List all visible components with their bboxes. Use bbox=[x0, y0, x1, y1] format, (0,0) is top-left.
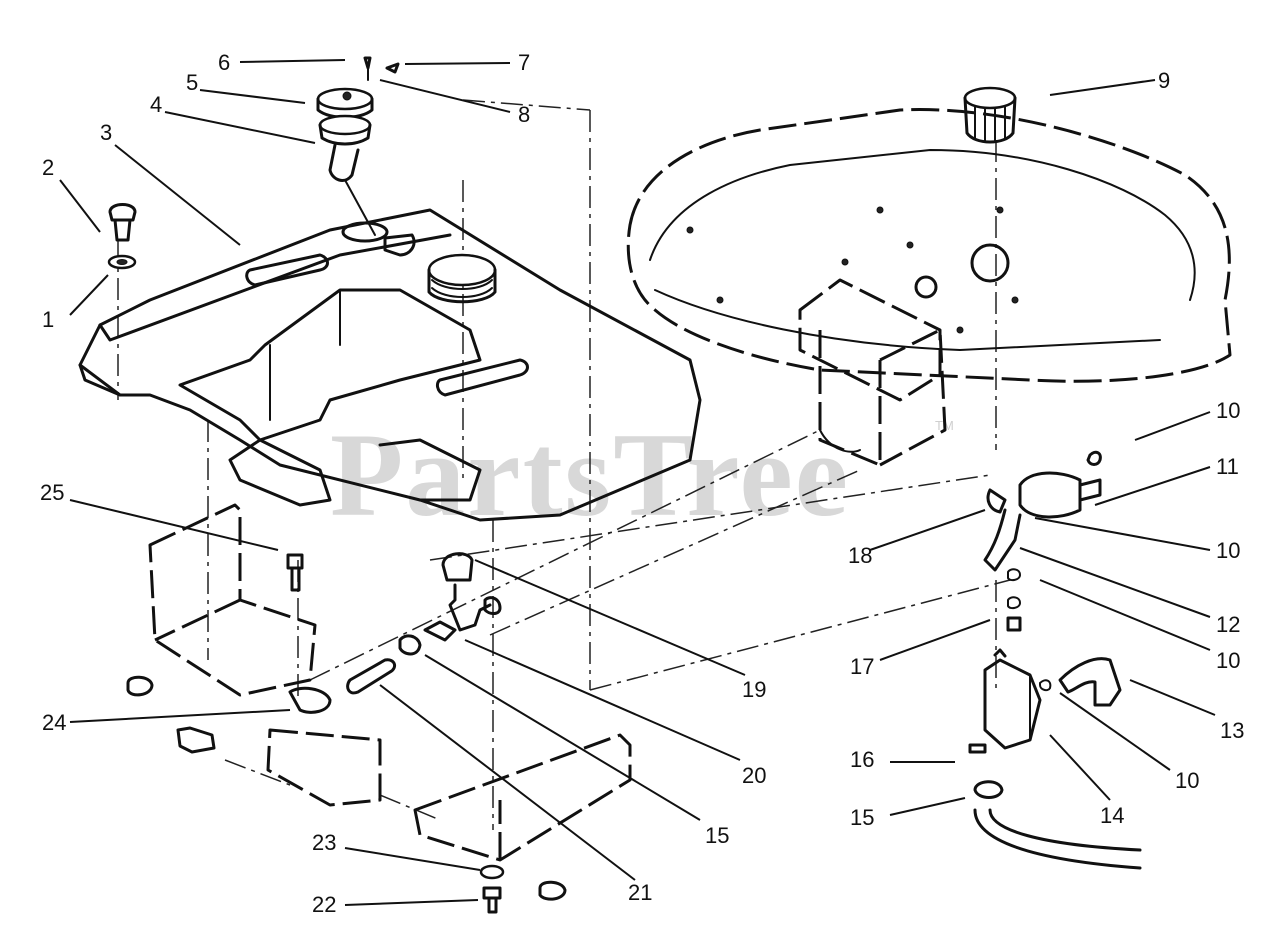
shutoff-valve bbox=[398, 552, 502, 656]
callout-3: 3 bbox=[100, 120, 112, 145]
seat-pan bbox=[626, 108, 1232, 383]
callout-22: 22 bbox=[312, 892, 336, 917]
screw-and-washer bbox=[107, 203, 137, 270]
callout-17: 17 bbox=[850, 654, 874, 679]
hardware bbox=[126, 675, 567, 914]
callout-5: 5 bbox=[186, 70, 198, 95]
fuel-sender bbox=[316, 56, 400, 236]
callout-14: 14 bbox=[1100, 803, 1124, 828]
callout-10-a: 10 bbox=[1216, 398, 1240, 423]
fuel-hose-21 bbox=[346, 658, 397, 695]
callout-1: 1 bbox=[42, 307, 54, 332]
fuel-filter bbox=[968, 450, 1142, 870]
watermark: PartsTree TM bbox=[330, 408, 954, 541]
callout-4: 4 bbox=[150, 92, 162, 117]
callout-2: 2 bbox=[42, 155, 54, 180]
callout-24: 24 bbox=[42, 710, 66, 735]
callout-9: 9 bbox=[1158, 68, 1170, 93]
callout-11: 11 bbox=[1216, 454, 1239, 479]
callout-8: 8 bbox=[518, 102, 530, 127]
fuel-cap bbox=[963, 86, 1017, 144]
callout-6: 6 bbox=[218, 50, 230, 75]
callout-23: 23 bbox=[312, 830, 336, 855]
watermark-text: PartsTree bbox=[330, 408, 850, 541]
fuel-tank bbox=[78, 208, 702, 522]
callout-21: 21 bbox=[628, 880, 652, 905]
callout-10-d: 10 bbox=[1175, 768, 1199, 793]
callout-25: 25 bbox=[40, 480, 64, 505]
callout-20: 20 bbox=[742, 763, 766, 788]
callout-18: 18 bbox=[848, 543, 872, 568]
seat-bracket bbox=[798, 278, 947, 467]
callouts: 1 2 3 4 5 6 7 8 9 10 11 10 18 12 10 17 1… bbox=[40, 50, 1244, 917]
callout-19: 19 bbox=[742, 677, 766, 702]
heat-shields bbox=[148, 503, 632, 862]
callout-10-b: 10 bbox=[1216, 538, 1240, 563]
callout-10-c: 10 bbox=[1216, 648, 1240, 673]
callout-7: 7 bbox=[518, 50, 530, 75]
callout-15-b: 15 bbox=[850, 805, 874, 830]
callout-13: 13 bbox=[1220, 718, 1244, 743]
callout-15-a: 15 bbox=[705, 823, 729, 848]
callout-16: 16 bbox=[850, 747, 874, 772]
leader-lines bbox=[59, 59, 1216, 906]
bolt-25 bbox=[286, 553, 304, 592]
callout-12: 12 bbox=[1216, 612, 1240, 637]
